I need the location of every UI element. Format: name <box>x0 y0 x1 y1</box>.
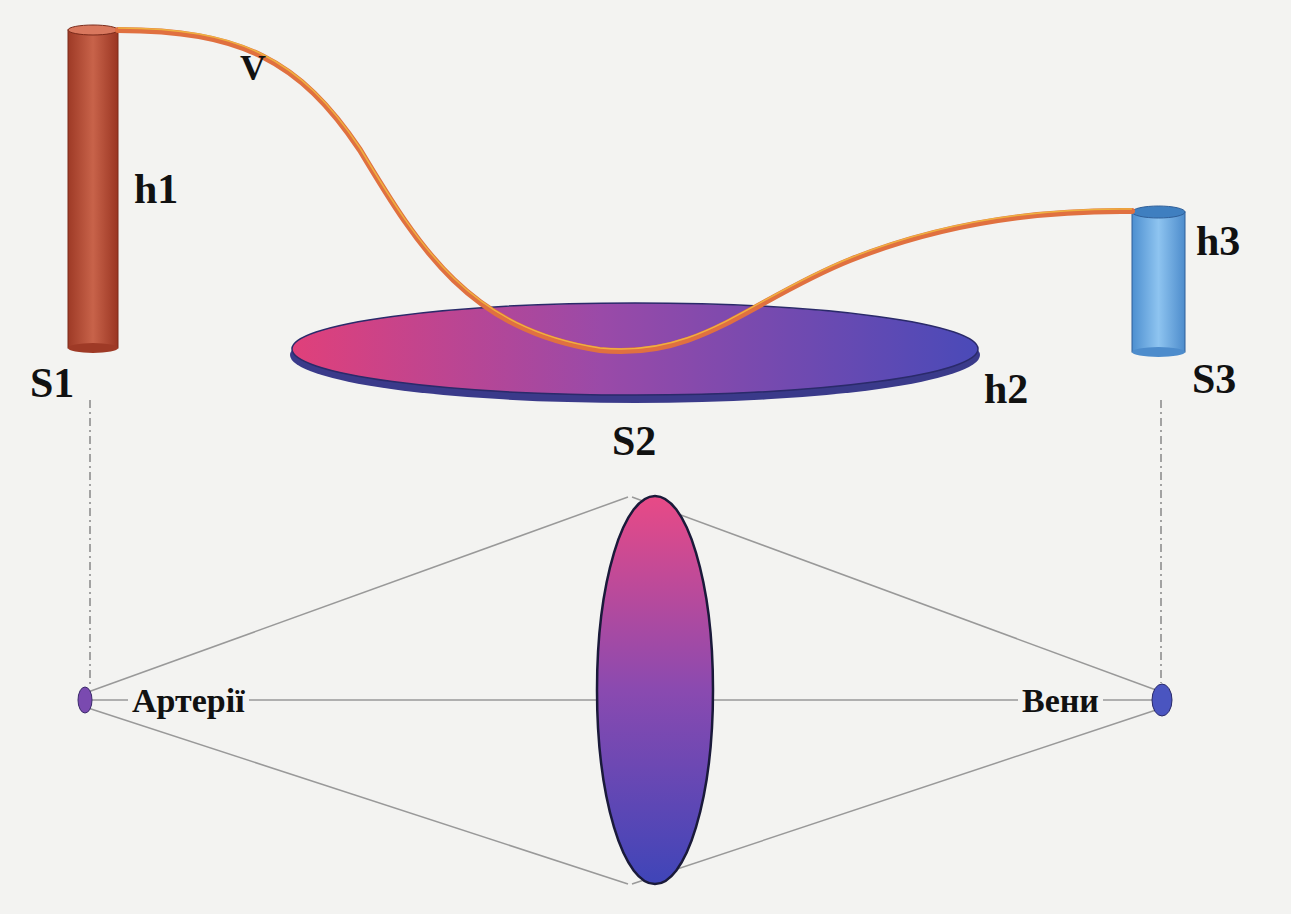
velocity-label: V <box>240 50 266 86</box>
area-label: S2 <box>612 420 656 462</box>
velocity-curve-highlight <box>118 28 1132 349</box>
height-label: h2 <box>984 368 1028 410</box>
projection-line <box>1160 400 1162 683</box>
capillary-section <box>597 496 713 884</box>
height-label: h1 <box>134 168 178 210</box>
height-label: h3 <box>1196 220 1240 262</box>
vein-cylinder <box>1132 212 1185 352</box>
vein-label: Вени <box>1018 682 1103 720</box>
vein-cylinder-bottom <box>1132 347 1185 357</box>
projection-line <box>89 400 91 686</box>
vein-section <box>1152 684 1172 716</box>
artery-cylinder <box>68 30 118 348</box>
cross-section-lines <box>88 497 1156 884</box>
artery-cylinder-top <box>68 25 118 35</box>
artery-cylinder-bottom <box>68 343 118 353</box>
area-label: S1 <box>30 362 74 404</box>
velocity-curve <box>118 30 1132 351</box>
area-label: S3 <box>1192 358 1236 400</box>
artery-label: Артерії <box>128 682 249 720</box>
vein-cylinder-top <box>1132 206 1185 218</box>
artery-section <box>78 687 92 713</box>
